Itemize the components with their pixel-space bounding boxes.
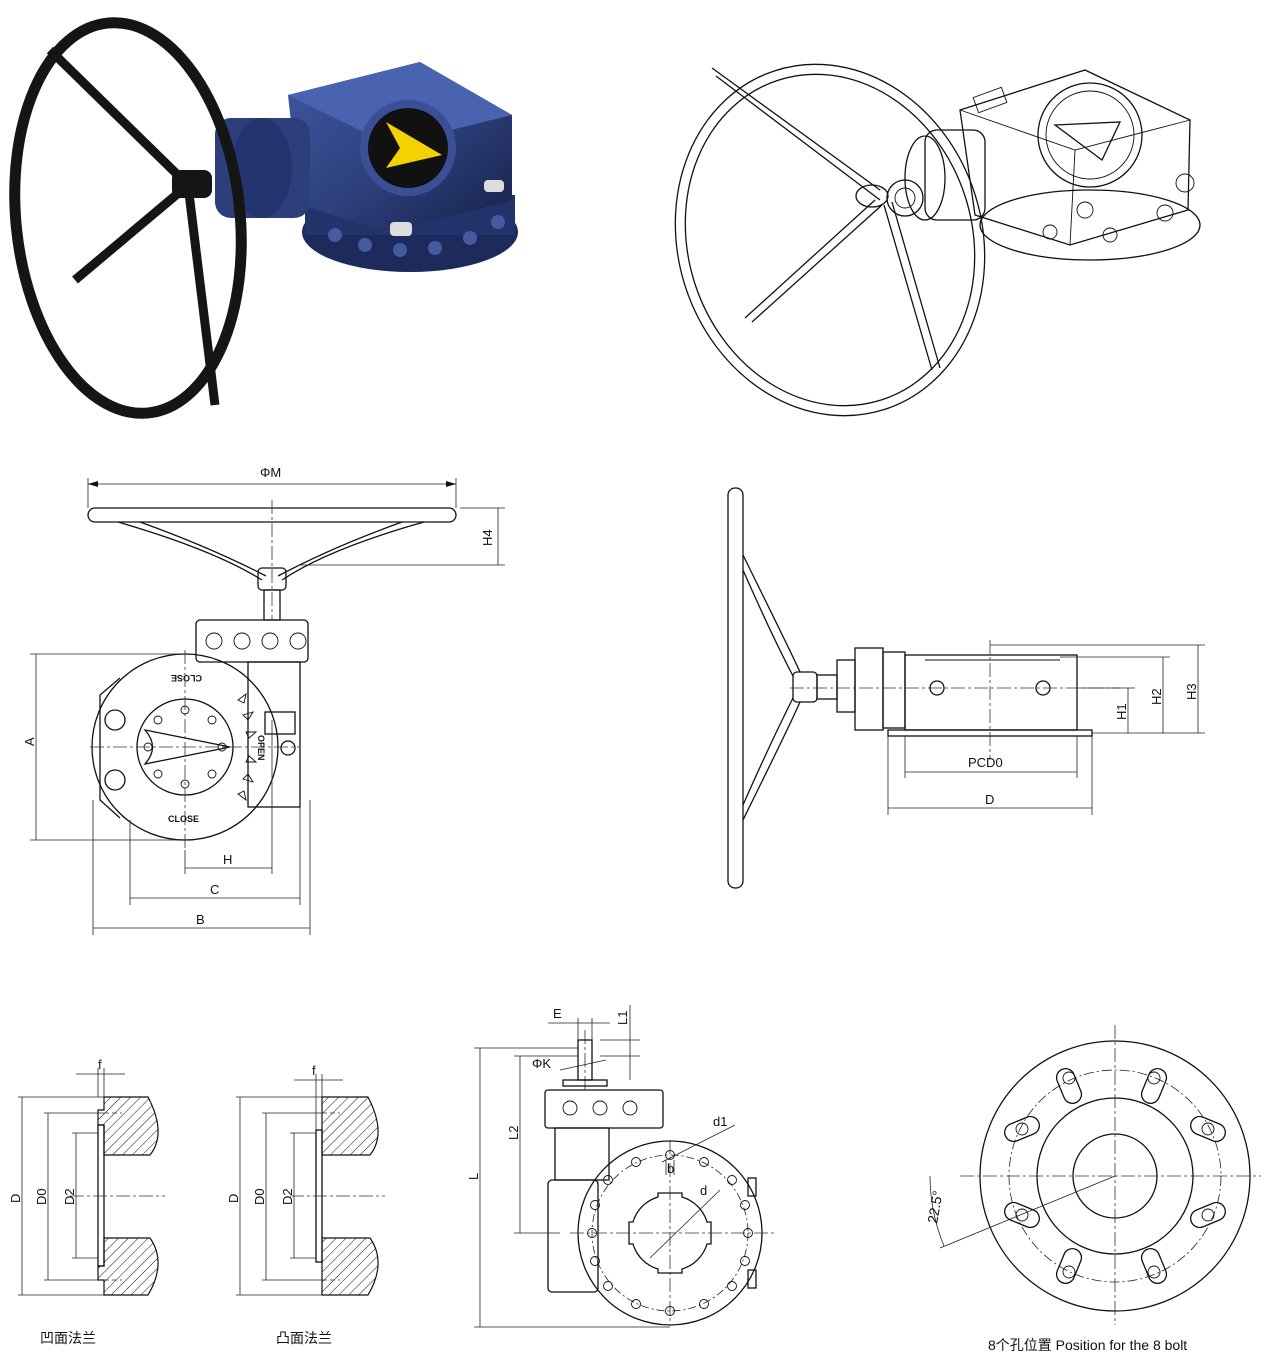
dim-label-f-raised: f: [312, 1063, 316, 1078]
close-marking-top: CLOSE: [171, 673, 202, 683]
indicator-pointer-front: [143, 728, 231, 766]
dim-label-d2-recessed: D2: [62, 1188, 77, 1205]
front-view: ΦM H4 CLOSE CLOSE OPEN: [22, 465, 505, 935]
caption-bolt-positions: 8个孔位置 Position for the 8 bolt: [988, 1337, 1187, 1353]
position-indicator-pointer: [386, 122, 442, 168]
caption-recessed-flange: 凹面法兰: [40, 1330, 96, 1346]
worm-housing-front: [195, 619, 309, 663]
dim-label-phi-k: ΦK: [532, 1056, 551, 1071]
raised-flange-section: f D D0 D2 凸面法兰: [226, 1063, 385, 1346]
line-art-isometric-view: [674, 63, 1201, 417]
bolt-position-view: 22.5° 8个孔位置 Position for the 8 bolt: [924, 1025, 1261, 1353]
dim-label-d-side: D: [985, 792, 994, 807]
dim-label-h1: H1: [1114, 703, 1129, 720]
dim-label-d0-raised: D0: [252, 1188, 267, 1205]
angle-label: 22.5°: [924, 1189, 945, 1224]
dim-label-h2: H2: [1149, 688, 1164, 705]
gearbox-body-isometric: [904, 69, 1201, 261]
color-render-view: [9, 17, 518, 419]
dim-label-d-recessed: D: [8, 1194, 23, 1203]
dim-label-d-raised: D: [226, 1194, 241, 1203]
dim-label-f-recessed: f: [98, 1057, 102, 1072]
dim-label-d1: d1: [713, 1114, 727, 1129]
dim-label-d-small: d: [700, 1183, 707, 1198]
dim-label-l1: L1: [615, 1011, 630, 1025]
gearbox-body-render: [215, 62, 518, 272]
gearbox-body-side: [904, 654, 1078, 731]
handwheel-rim-side: [727, 487, 744, 889]
bolt-slots: [1004, 1068, 1226, 1284]
handwheel-spokes-front: [117, 521, 425, 591]
flange-bolt-holes: [587, 1150, 753, 1316]
dim-label-a: A: [22, 737, 37, 746]
close-marking-bottom: CLOSE: [168, 814, 199, 824]
dim-label-phi-m: ΦM: [260, 465, 281, 480]
open-marking: OPEN: [256, 735, 266, 761]
dim-label-h3: H3: [1184, 683, 1199, 700]
handwheel-isometric: [674, 63, 986, 417]
dim-label-l2: L2: [506, 1126, 521, 1140]
dim-label-b-small: b: [667, 1161, 674, 1176]
dim-label-l: L: [466, 1173, 481, 1180]
handwheel-render: [9, 17, 247, 419]
recessed-flange-section: f D D0 D2 凹面法兰: [8, 1057, 165, 1346]
dim-label-d0-recessed: D0: [34, 1188, 49, 1205]
dim-label-pcd0: PCD0: [968, 755, 1003, 770]
scale-marks-front: [237, 692, 258, 802]
dim-label-b: B: [196, 912, 205, 927]
dim-label-h: H: [223, 852, 232, 867]
dim-label-e: E: [553, 1006, 562, 1021]
dim-label-h4: H4: [480, 529, 495, 546]
dim-label-d2-raised: D2: [280, 1188, 295, 1205]
side-view: H1 H2 H3 PCD0 D: [727, 487, 1205, 889]
dim-label-c: C: [210, 882, 219, 897]
bottom-flange-view: E L1 ΦK L2 L d1 b d: [466, 1005, 775, 1328]
keyed-bore: [628, 1192, 712, 1274]
caption-raised-flange: 凸面法兰: [276, 1330, 332, 1346]
